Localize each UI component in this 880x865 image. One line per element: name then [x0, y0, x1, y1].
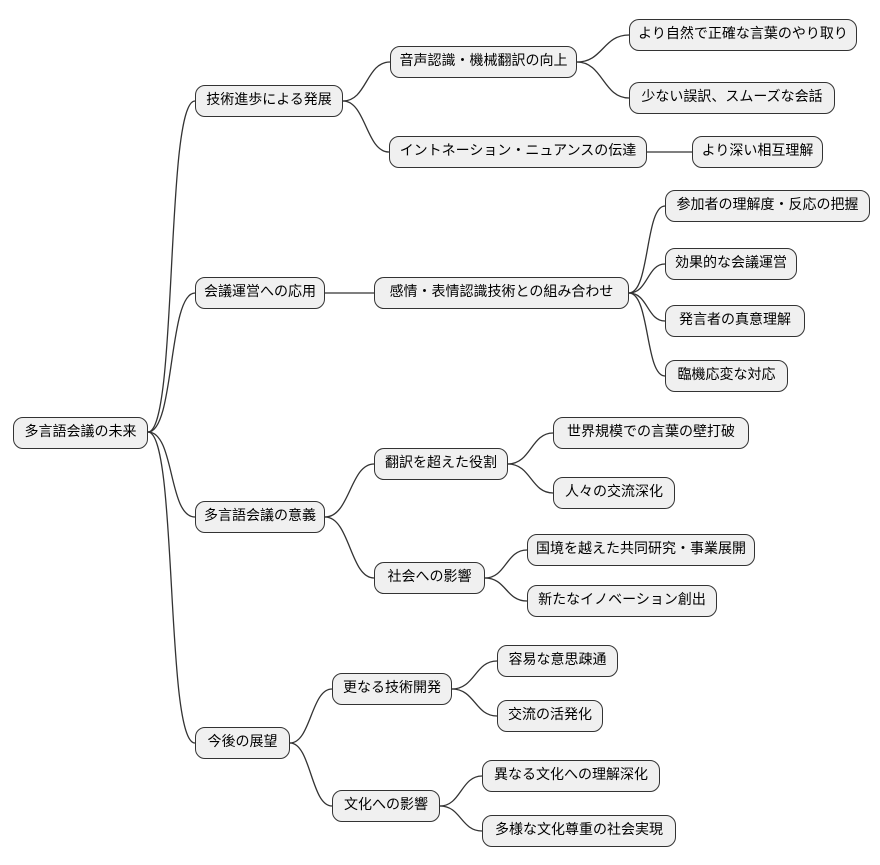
node-speech-translation: 音声認識・機械翻訳の向上	[390, 46, 577, 78]
node-tech-development: 更なる技術開発	[332, 673, 452, 705]
connector-emotion-flexible	[628, 292, 666, 377]
connector-techdev-easy	[451, 660, 498, 690]
node-fewer-mistranslations: 少ない誤訳、スムーズな会話	[629, 82, 835, 114]
node-people-exchange: 人々の交流深化	[553, 477, 675, 509]
connector-emotion-speaker	[628, 292, 666, 322]
node-diverse-society: 多様な文化尊重の社会実現	[482, 815, 676, 847]
node-active-exchange: 交流の活発化	[497, 700, 603, 732]
connector-root-significance	[147, 431, 196, 518]
node-tech-progress: 技術進歩による発展	[195, 85, 343, 117]
connector-culture-understanding	[439, 775, 483, 807]
connector-future-culture	[289, 742, 333, 807]
node-emotion-recognition: 感情・表情認識技術との組み合わせ	[374, 277, 629, 309]
connector-significance-beyond	[324, 463, 375, 518]
node-innovation: 新たなイノベーション創出	[527, 585, 717, 617]
node-culture-understanding: 異なる文化への理解深化	[482, 760, 660, 792]
connector-emotion-effective	[628, 263, 666, 294]
connector-beyond-barrier	[507, 432, 554, 465]
connector-root-future-outlook	[147, 431, 196, 744]
connector-tech-intonation	[342, 100, 390, 153]
connector-future-techdev	[289, 688, 333, 744]
connector-techdev-active	[451, 688, 498, 717]
node-meeting-application: 会議運営への応用	[195, 277, 325, 309]
connector-root-meeting-application	[147, 292, 196, 433]
node-language-barrier: 世界規模での言葉の壁打破	[553, 417, 749, 449]
node-cross-border: 国境を越えた共同研究・事業展開	[527, 534, 755, 566]
node-root: 多言語会議の未来	[13, 417, 148, 449]
node-beyond-translation: 翻訳を超えた役割	[374, 448, 508, 480]
node-effective-meetings: 効果的な会議運営	[665, 248, 797, 280]
node-natural-exchange: より自然で正確な言葉のやり取り	[629, 19, 857, 51]
connector-social-innovation	[484, 577, 528, 602]
node-participant-comprehension: 参加者の理解度・反応の把握	[665, 190, 870, 222]
connector-culture-diverse	[439, 805, 483, 832]
connector-social-crossborder	[484, 549, 528, 579]
node-flexible-response: 臨機応変な対応	[665, 360, 788, 392]
node-deeper-understanding: より深い相互理解	[692, 136, 823, 168]
node-easy-communication: 容易な意思疎通	[497, 645, 618, 677]
connector-speech-natural	[576, 34, 630, 63]
connector-speech-fewer	[576, 61, 630, 99]
connector-significance-social	[324, 516, 375, 579]
node-speaker-intent: 発言者の真意理解	[665, 305, 805, 337]
connector-beyond-people	[507, 463, 554, 494]
node-culture-impact: 文化への影響	[332, 790, 440, 822]
node-significance: 多言語会議の意義	[195, 501, 325, 533]
node-social-impact: 社会への影響	[374, 562, 485, 594]
connector-root-tech-progress	[147, 100, 196, 433]
connector-emotion-participant	[628, 205, 666, 294]
node-future-outlook: 今後の展望	[195, 727, 290, 759]
node-intonation-nuance: イントネーション・ニュアンスの伝達	[389, 136, 647, 168]
connector-tech-speech	[342, 61, 391, 102]
